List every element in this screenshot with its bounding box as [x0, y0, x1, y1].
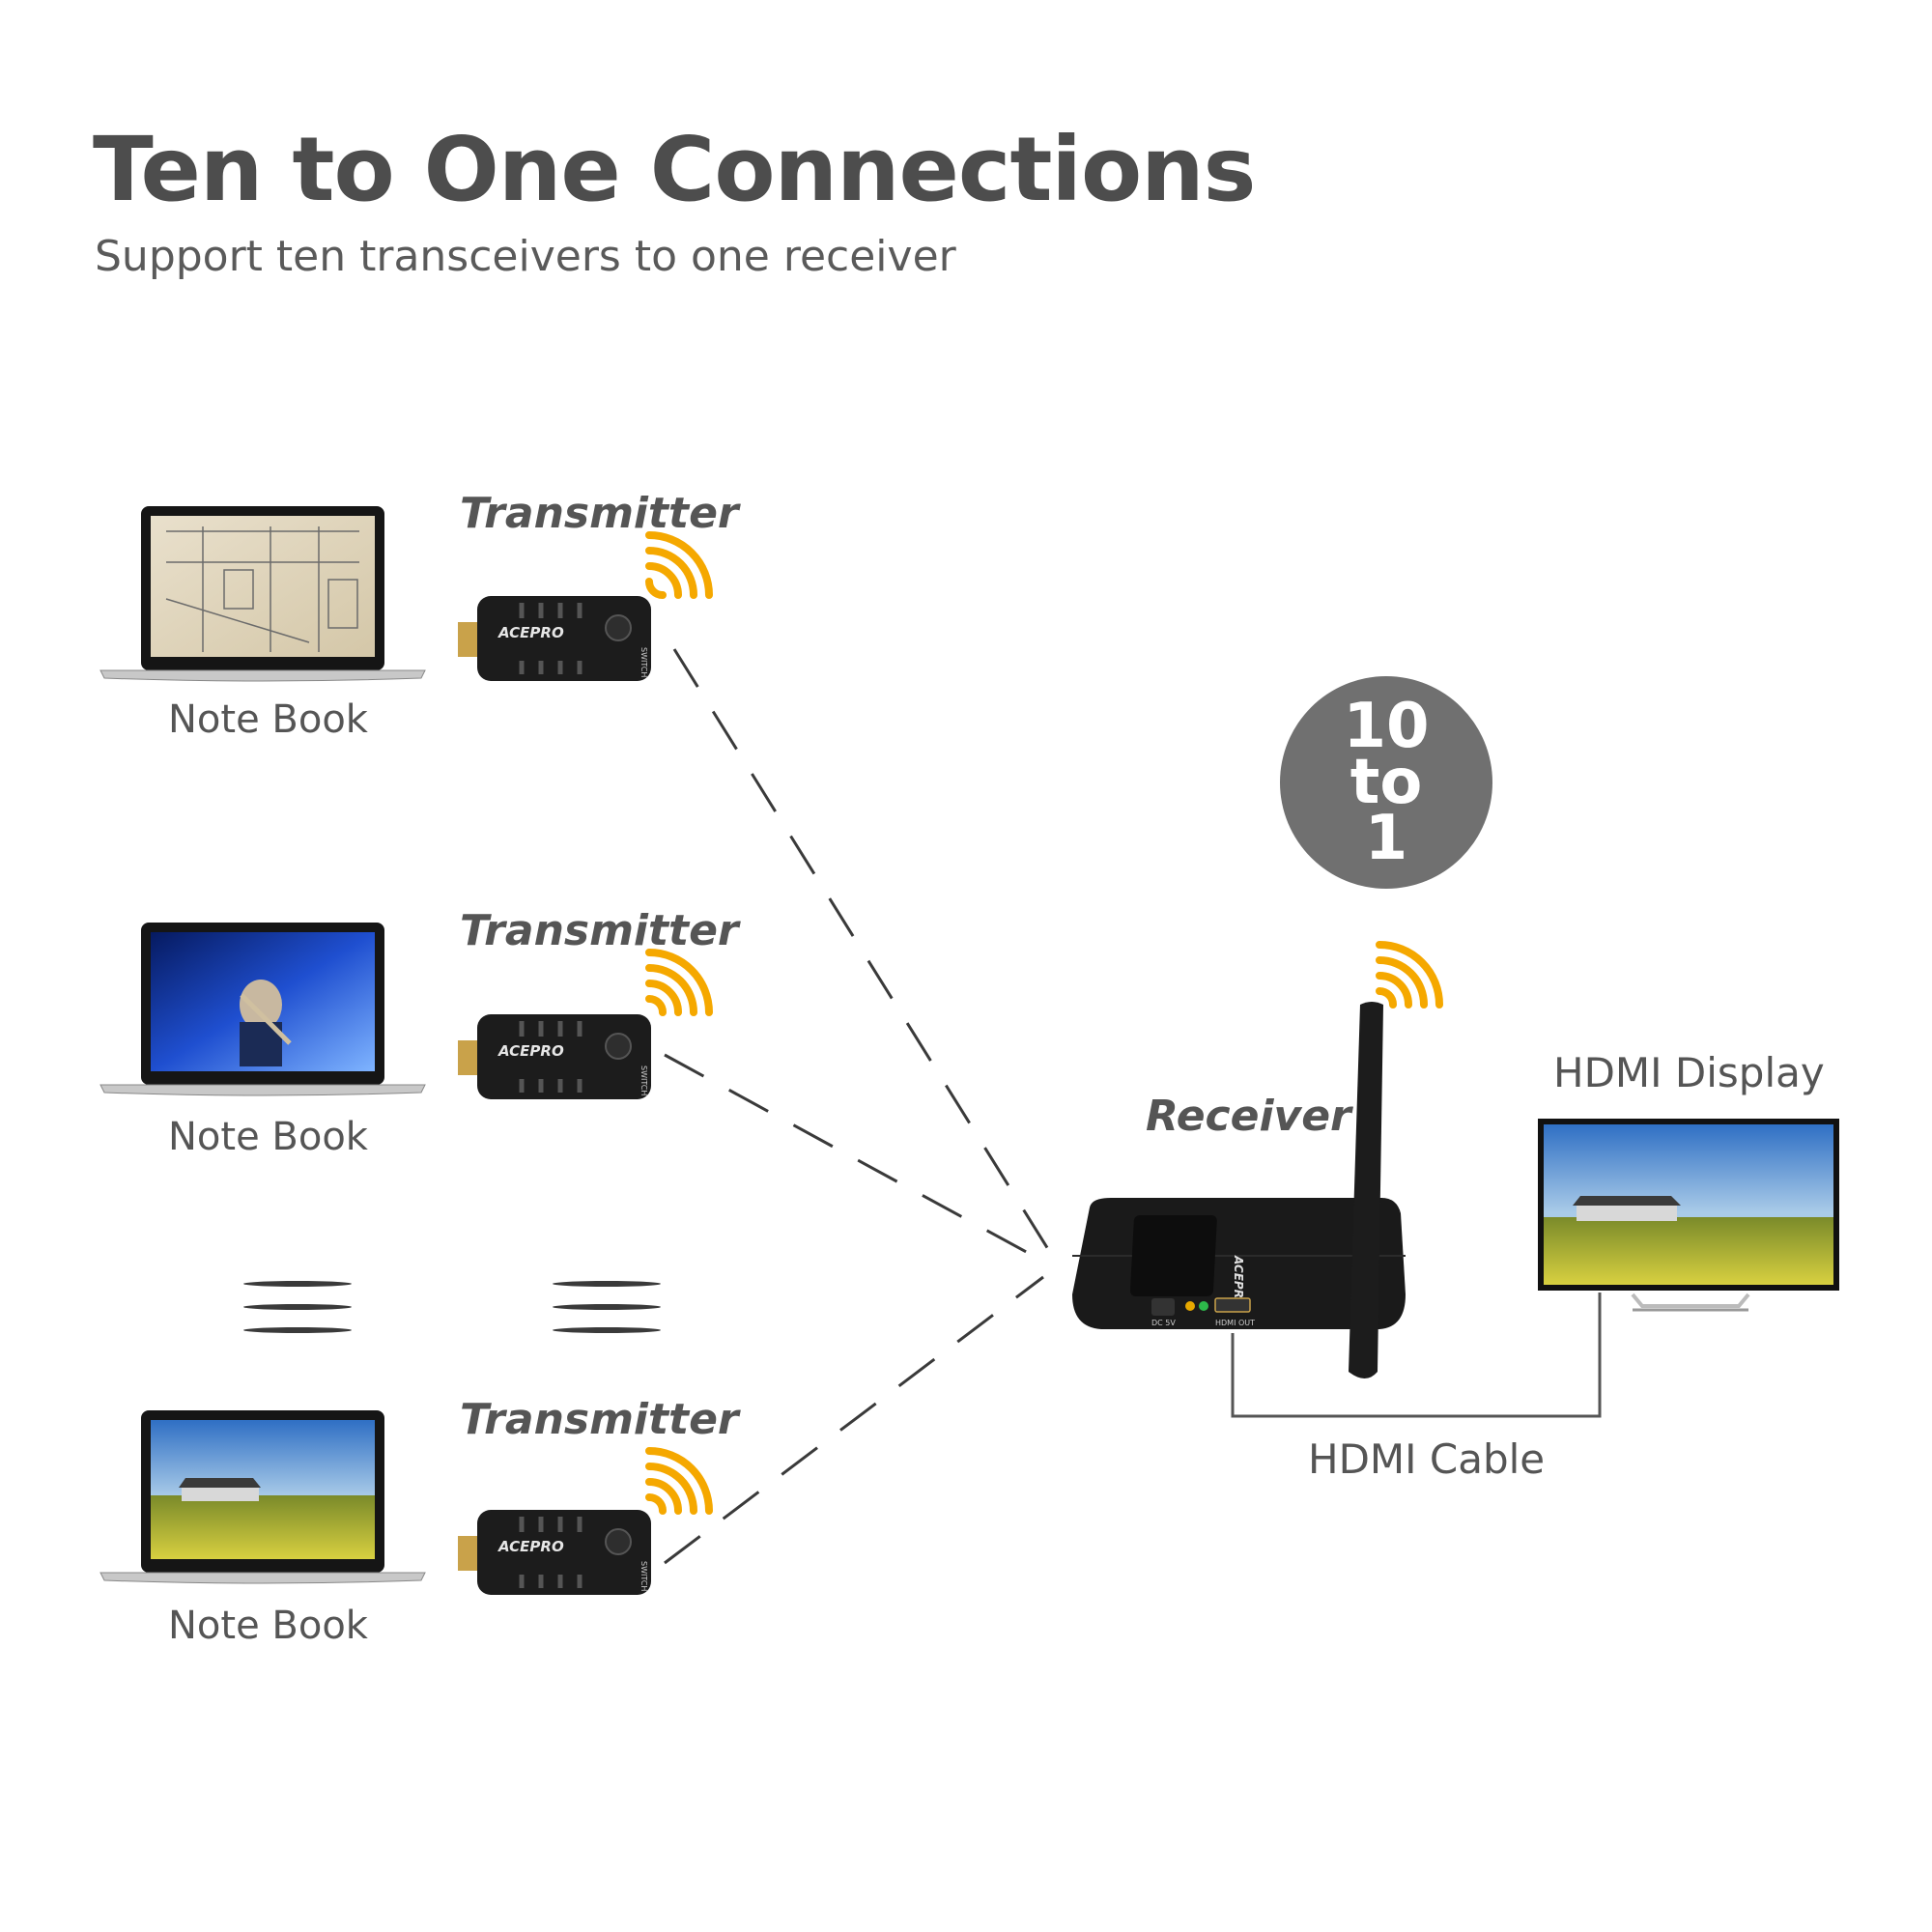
transmitter-label-2: Transmitter	[460, 906, 739, 955]
wifi-icon-receiver	[1376, 941, 1443, 1009]
transmitter-label-1: Transmitter	[460, 489, 739, 538]
svg-text:ACEPRO: ACEPRO	[497, 624, 564, 641]
svg-text:DC 5V: DC 5V	[1151, 1319, 1176, 1327]
transmitter-device-1: ACEPRO SWITCH	[458, 596, 651, 681]
badge-line-3: 1	[1364, 803, 1408, 874]
page-subtitle: Support ten transceivers to one receiver	[95, 232, 956, 281]
hdmi-display-label: HDMI Display	[1553, 1049, 1825, 1096]
hdmi-display	[1538, 1119, 1839, 1312]
badge-line-2: to	[1350, 747, 1423, 818]
notebook-3	[99, 1410, 426, 1584]
receiver-label: Receiver	[1146, 1092, 1351, 1141]
badge-line-1: 10	[1343, 691, 1430, 762]
notebook-2	[99, 923, 426, 1096]
svg-text:ACEPRO: ACEPRO	[1232, 1255, 1245, 1308]
transmitter-label-3: Transmitter	[460, 1395, 739, 1444]
svg-text:HDMI OUT: HDMI OUT	[1215, 1319, 1255, 1327]
wifi-icon-3	[645, 1447, 713, 1515]
svg-text:ACEPRO: ACEPRO	[497, 1538, 564, 1555]
notebook-label-1: Note Book	[168, 697, 368, 742]
svg-text:SWITCH: SWITCH	[639, 1561, 648, 1591]
signal-line-3	[664, 1275, 1044, 1565]
signal-lines	[664, 648, 1053, 1565]
transmitter-device-2: ACEPRO SWITCH	[458, 1014, 651, 1099]
wifi-icon-1	[645, 531, 713, 599]
signal-line-1	[672, 648, 1053, 1255]
wifi-icon-2	[645, 949, 713, 1016]
svg-text:SWITCH: SWITCH	[639, 647, 648, 677]
hdmi-cable-label: HDMI Cable	[1308, 1435, 1546, 1483]
page-title: Ten to One Connections	[93, 118, 1256, 221]
notebook-label-3: Note Book	[168, 1604, 368, 1648]
notebook-1	[99, 506, 426, 682]
receiver-device: ACEPRO DC 5V HDMI OUT	[1072, 1002, 1406, 1378]
svg-text:SWITCH: SWITCH	[639, 1065, 648, 1095]
notebook-label-2: Note Book	[168, 1115, 368, 1159]
hdmi-cable-line	[1231, 1293, 1602, 1418]
more-devices-indicator	[243, 1281, 661, 1333]
transmitter-device-3: ACEPRO SWITCH	[458, 1510, 651, 1595]
ten-to-one-badge: 10 to 1	[1280, 676, 1492, 889]
svg-text:ACEPRO: ACEPRO	[497, 1042, 564, 1060]
